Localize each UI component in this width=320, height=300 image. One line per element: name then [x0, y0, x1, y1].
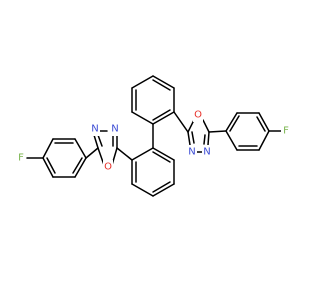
atom-label-n-left-1: N [91, 124, 98, 135]
nitrogen-atom-right-2: N [202, 145, 212, 159]
bond [207, 131, 210, 146]
bond [173, 111, 189, 133]
fluorine-atom-left: F [16, 151, 26, 165]
bond [208, 130, 227, 133]
atom-label-n-right-1: N [188, 147, 195, 158]
bond [256, 116, 266, 132]
nitrogen-atom-left-1: N [90, 122, 100, 136]
bond [131, 147, 154, 161]
bond [72, 157, 83, 174]
bond [74, 157, 87, 178]
bond [97, 134, 103, 147]
bond [203, 134, 206, 145]
atom-label-n-right-2: N [203, 147, 210, 158]
bond [93, 134, 99, 149]
bond [152, 109, 171, 121]
bond [152, 183, 175, 197]
nitrogen-atom-left-2: N [110, 122, 120, 136]
nitrogen-atom-right-1: N [187, 145, 197, 159]
bond [258, 112, 270, 132]
bond [152, 111, 175, 125]
bond [131, 75, 154, 89]
bond [131, 111, 154, 125]
bond [152, 181, 171, 193]
atom-label-f-left: F [18, 153, 24, 164]
bond [46, 157, 56, 174]
oxygen-atom-right: O [193, 108, 203, 122]
bond [191, 131, 195, 144]
bond [225, 112, 238, 132]
molecule-structure: F O N N O N N [16, 75, 291, 197]
bond [187, 131, 191, 146]
bond [42, 157, 54, 178]
bond [229, 115, 240, 132]
bonds [26, 75, 283, 197]
bond [225, 130, 238, 151]
bond [152, 147, 175, 161]
bond [116, 147, 133, 161]
bond [152, 75, 175, 89]
bond [258, 130, 270, 151]
bond [131, 183, 154, 197]
fluorine-atom-right: F [281, 124, 291, 138]
bond [152, 79, 171, 91]
bond [42, 138, 54, 159]
atom-label-o-left: O [104, 162, 112, 173]
bond [202, 119, 210, 133]
bond [74, 138, 87, 159]
atom-labels: F O N N O N N [16, 108, 291, 174]
oxygen-atom-left: O [103, 160, 113, 174]
bond [85, 147, 99, 159]
atom-label-n-left-2: N [111, 124, 118, 135]
atom-label-f-right: F [283, 126, 289, 137]
bond [152, 151, 171, 163]
atom-label-o-right: O [194, 110, 202, 121]
molecule-canvas: F O N N O N N [16, 75, 291, 197]
